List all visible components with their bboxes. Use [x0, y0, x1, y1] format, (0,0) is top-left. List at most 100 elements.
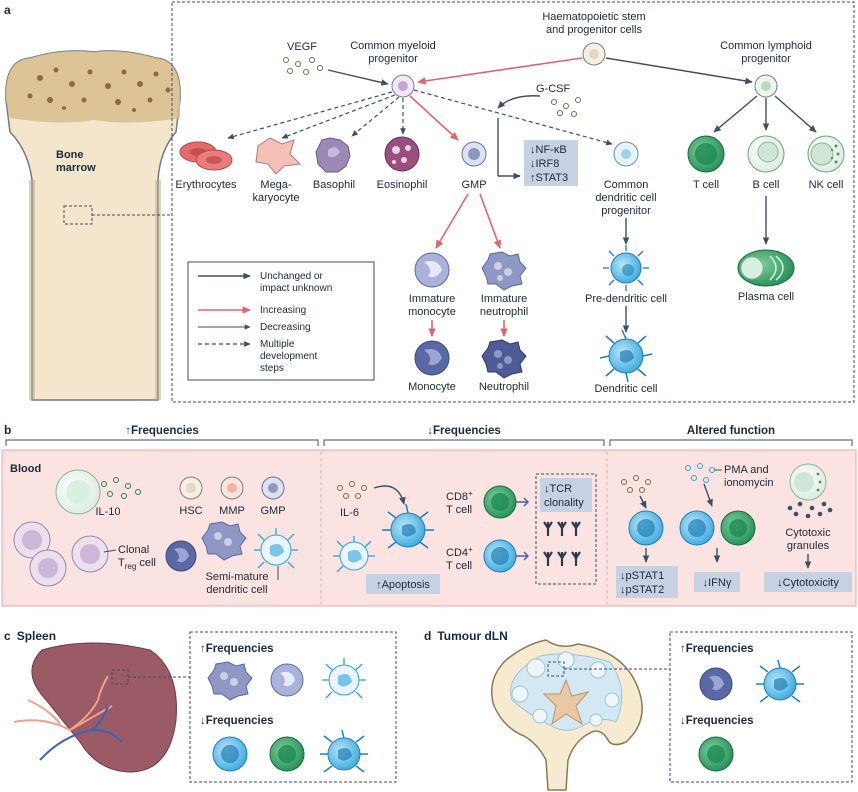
- plasma-cell-label: Plasma cell: [738, 291, 794, 303]
- arrow-gmp-imm-neutrophil: [479, 193, 501, 249]
- cd4-altered-2: [679, 510, 715, 546]
- dln-up-dc: [756, 659, 804, 703]
- arrow-clp-nkcell: [774, 95, 817, 133]
- eosinophil-label: Eosinophil: [377, 179, 428, 191]
- arrow-hspc-clp: [605, 57, 753, 85]
- cd4-altered-1: [628, 510, 664, 546]
- hsc-cell: [179, 476, 203, 500]
- semi-mature-monocyte: [165, 540, 197, 572]
- megakaryocyte-label-2: karyocyte: [252, 192, 299, 204]
- cytotoxic-granules-label-2: granules: [787, 540, 830, 552]
- megakaryocyte-cell: [255, 137, 302, 175]
- cd8-tcr-icon: [516, 497, 530, 507]
- imm-neutrophil-label-1: Immature: [481, 293, 527, 305]
- imm-neutrophil-label-2: neutrophil: [480, 306, 528, 318]
- legend: Unchanged or impact unknown Increasing D…: [187, 261, 375, 381]
- arrow-cmp-erythrocytes: [227, 91, 393, 140]
- pre-dc-cell: [603, 245, 649, 291]
- pstat2-label: ↓pSTAT2: [620, 584, 664, 596]
- cd4-label-2: T cell: [446, 560, 472, 572]
- cmp-label-1: Common myeloid: [350, 40, 436, 52]
- gmp-label: GMP: [461, 179, 486, 191]
- gmp-cell: [461, 141, 487, 167]
- il6-molecules: [337, 481, 367, 499]
- mmp-label: MMP: [219, 505, 245, 517]
- pma-label-2: ionomycin: [724, 477, 774, 489]
- arrow-gmp-imm-monocyte: [435, 193, 469, 249]
- pre-dc-label: Pre-dendritic cell: [585, 293, 667, 305]
- dln-down-frequencies: ↓Frequencies: [680, 715, 754, 727]
- legend-multiple-2: development: [260, 351, 317, 362]
- b-cell: [747, 135, 785, 173]
- clp-label-1: Common lymphoid: [720, 40, 812, 52]
- nk-cell-label: NK cell: [809, 179, 844, 191]
- neutrophil-label: Neutrophil: [479, 381, 529, 393]
- semi-mature-dc: [254, 528, 298, 569]
- arrow-clp-tcell: [713, 95, 758, 133]
- cytokine-molecules-1: [621, 475, 651, 493]
- apoptosis-label: ↑Apoptosis: [376, 579, 430, 591]
- imm-monocyte-label-1: Immature: [409, 293, 455, 305]
- blood-label: Blood: [10, 463, 41, 475]
- semi-mature-neutrophil: [201, 521, 247, 561]
- trabecular-bone-pattern: [27, 67, 171, 112]
- cdp-cell: [613, 141, 639, 167]
- arrow-gcsf: [497, 95, 541, 109]
- gcsf-label: G-CSF: [536, 83, 571, 95]
- tcr-label-2: clonality: [544, 497, 584, 509]
- tcr-frame: [535, 473, 597, 585]
- pstat-box: [616, 566, 678, 598]
- imm-monocyte-label-2: monocyte: [408, 306, 456, 318]
- spleen-frame: [189, 631, 397, 783]
- cd4-t-cell: [483, 539, 517, 573]
- legend-increasing: Increasing: [260, 305, 306, 316]
- gmp-label-b: GMP: [260, 505, 285, 517]
- t-cell-label: T cell: [693, 179, 719, 191]
- spleen-down-frequencies: ↓Frequencies: [200, 715, 274, 727]
- cd8-altered: [720, 510, 756, 546]
- hspc-cell: [582, 42, 606, 66]
- clp-label-2: progenitor: [741, 53, 791, 65]
- monocyte-label: Monocyte: [408, 381, 456, 393]
- lymph-node-follicles: [511, 651, 620, 727]
- tf-nfkb: ↓NF-κB: [530, 144, 567, 156]
- cd4-label-1: CD4+: [446, 545, 473, 559]
- cdp-label-1: Common: [604, 179, 649, 191]
- pma-label-1: PMA and: [724, 464, 769, 476]
- panel-a: a Bone marrow Hae: [4, 1, 855, 403]
- apoptosis-box: [366, 574, 440, 594]
- pstat1-label: ↓pSTAT1: [620, 570, 664, 582]
- semi-dc-label-1: Semi-mature: [206, 571, 269, 583]
- spleen-down-cd4: [212, 736, 248, 772]
- megakaryocyte-label-1: Mega-: [260, 179, 292, 191]
- dln-up-monocyte: [699, 667, 733, 701]
- cytotoxicity-label: ↓Cytotoxicity: [777, 577, 839, 589]
- hspc-label-2: and progenitor cells: [546, 24, 643, 36]
- bone-marrow-label-1: Bone: [56, 149, 84, 161]
- legend-decreasing: Decreasing: [260, 322, 311, 333]
- arrow-cmp-megakaryocyte: [281, 94, 396, 139]
- cd4-tcr-icon: [516, 551, 530, 561]
- arrow-cmp-basophil: [351, 96, 400, 137]
- spleen-up-dc: [322, 658, 366, 699]
- gmp-cell-b: [261, 476, 285, 500]
- panel-a-frame: [171, 1, 855, 403]
- spleen-vessels: [13, 675, 123, 761]
- tf-stat3: ↑STAT3: [530, 172, 568, 184]
- mmp-cell: [220, 476, 244, 500]
- legend-unchanged-1: Unchanged or: [260, 271, 323, 282]
- cd8-t-cell: [483, 485, 517, 519]
- cd8-label-1: CD8+: [446, 489, 473, 503]
- dln-frame: [669, 631, 853, 783]
- dln-up-frequencies: ↑Frequencies: [680, 643, 754, 655]
- arrow-vegf-cmp: [327, 69, 389, 86]
- lymph-node-medulla: [542, 678, 590, 726]
- legend-multiple-3: steps: [260, 363, 284, 374]
- spleen-up-neutrophil: [207, 661, 253, 701]
- bone-marrow-label-2: marrow: [56, 162, 96, 174]
